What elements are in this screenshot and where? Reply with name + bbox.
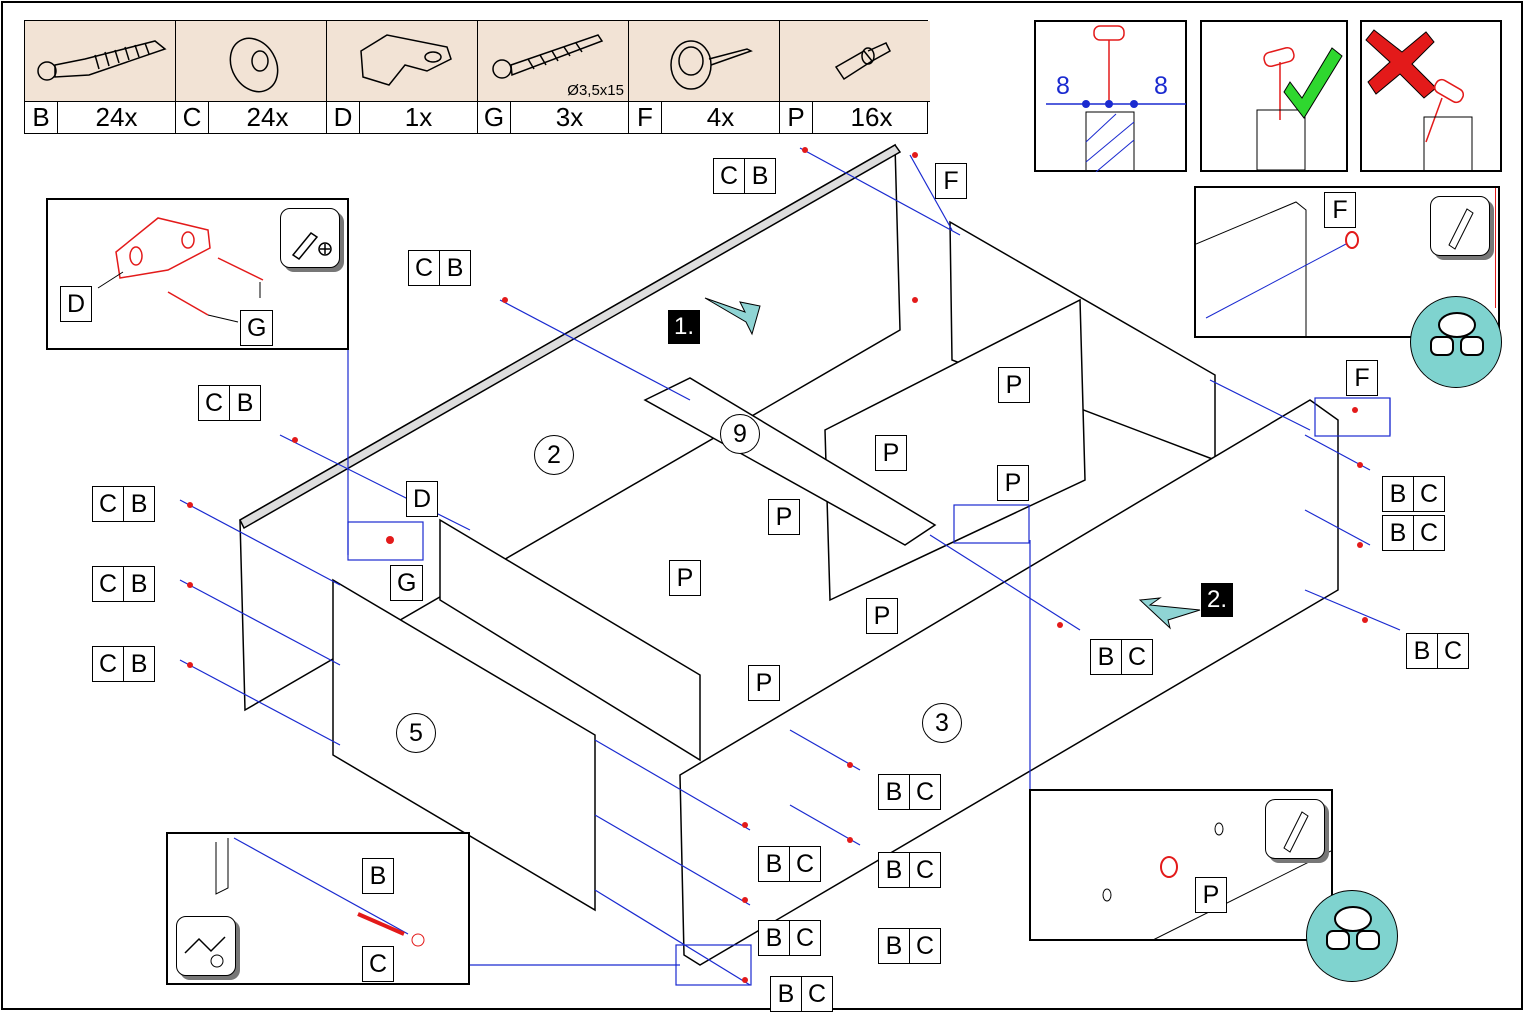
part-f: F 4x <box>629 21 780 133</box>
top-board-9 <box>643 377 937 546</box>
part-letter: P <box>780 102 813 133</box>
cap-icon <box>176 21 326 102</box>
part-qty: 24x <box>95 102 138 132</box>
arrow-icon <box>1138 597 1201 630</box>
screw-dimension: Ø3,5x15 <box>567 82 624 99</box>
inset-bracket: D G <box>46 198 349 350</box>
panel-number-5: 5 <box>396 713 436 753</box>
part-qty: 1x <box>404 102 433 132</box>
inset-shelf-pin: P <box>1029 789 1333 942</box>
cross-icon <box>1365 29 1437 99</box>
bracket-icon <box>327 21 477 102</box>
label-c: C <box>362 946 395 982</box>
panel-number-3: 3 <box>922 703 962 743</box>
label-p: P <box>748 665 780 701</box>
label-b: B <box>362 858 394 894</box>
check-icon <box>1283 47 1343 119</box>
safety-goggles-icon <box>1306 890 1398 982</box>
label-f: F <box>935 163 967 199</box>
wrong-nail-detail <box>1360 20 1502 172</box>
part-c: C 24x <box>176 21 327 133</box>
label-p: P <box>768 499 800 535</box>
label-p: P <box>669 560 701 596</box>
part-b: B 24x <box>25 21 176 133</box>
label-p: P <box>998 367 1030 403</box>
nail-position-detail: 8 8 <box>1034 20 1187 173</box>
arrow-icon <box>704 297 761 336</box>
screwdriver-icon <box>280 208 340 268</box>
press-icon <box>1430 196 1490 256</box>
label-d: D <box>406 481 439 517</box>
part-qty: 3x <box>555 102 584 132</box>
inset-nail-glide: F <box>1194 186 1500 338</box>
part-g: Ø3,5x15 G 3x <box>478 21 629 133</box>
part-letter: D <box>327 102 360 133</box>
side-panel-5 <box>332 578 596 912</box>
part-letter: F <box>629 102 662 133</box>
part-qty: 4x <box>706 102 735 132</box>
part-letter: B <box>25 102 58 133</box>
press-icon <box>1265 799 1325 859</box>
dimension-8: 8 <box>1154 72 1168 100</box>
red-fittings <box>187 147 1368 983</box>
inner-panel <box>439 518 701 762</box>
label-g: G <box>240 310 274 346</box>
part-p: P 16x <box>780 21 930 133</box>
label-g: G <box>390 565 424 601</box>
hammer-tap-icon <box>176 916 236 976</box>
shelf-pin-icon <box>780 21 930 102</box>
inset-dowel: B C <box>166 832 470 985</box>
part-letter: C <box>176 102 209 133</box>
label-f: F <box>1346 360 1378 396</box>
part-d: D 1x <box>327 21 478 133</box>
safety-goggles-icon <box>1410 296 1502 388</box>
parts-table: B 24x C 24x D 1x Ø3,5x15 G 3x F 4x <box>24 20 930 134</box>
wood-screw-icon: Ø3,5x15 <box>478 21 628 102</box>
label-f: F <box>1324 192 1356 228</box>
part-letter: G <box>478 102 511 133</box>
step-2: 2. <box>1201 583 1234 617</box>
label-d: D <box>60 286 93 322</box>
part-qty: 16x <box>850 102 893 132</box>
panel-number-9: 9 <box>720 414 760 454</box>
label-p: P <box>997 465 1029 501</box>
part-qty: 24x <box>246 102 289 132</box>
screw-dowel-icon <box>25 21 175 102</box>
nail-glide-icon <box>629 21 779 102</box>
front-panel-3 <box>679 399 1339 966</box>
label-p: P <box>875 435 907 471</box>
step-1: 1. <box>668 310 701 344</box>
label-p: P <box>866 598 898 634</box>
correct-nail-detail <box>1200 20 1348 172</box>
panel-number-2: 2 <box>534 435 574 475</box>
dimension-8: 8 <box>1056 72 1070 100</box>
guide-lines <box>179 147 1401 986</box>
label-p: P <box>1195 877 1227 913</box>
